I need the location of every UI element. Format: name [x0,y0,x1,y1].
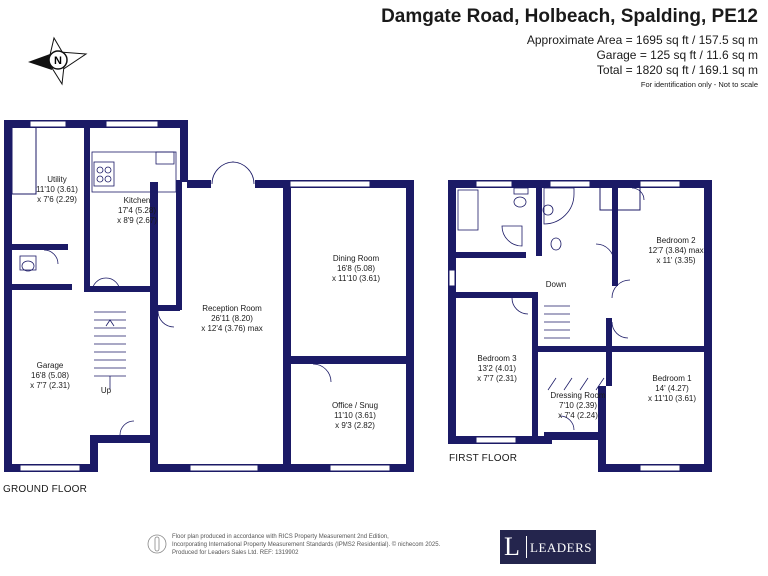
room-dressing: Dressing Room 7'10 (2.39) x 7'4 (2.24) [550,391,606,420]
total-area: Total = 1820 sq ft / 169.1 sq m [596,63,758,77]
room-office-snug: Office / Snug 11'10 (3.61) x 9'3 (2.82) [331,401,379,430]
compass-icon: N [28,36,88,86]
room-bedroom-1: Bedroom 1 14' (4.27) x 11'10 (3.61) [647,374,697,403]
identification-note: For identification only - Not to scale [640,80,758,89]
room-kitchen: Kitchen 17'4 (5.28) x 8'9 (2.67) [117,196,157,225]
area-summary: Approximate Area = 1695 sq ft / 157.5 sq… [527,33,758,78]
room-garage: Garage 16'8 (5.08) x 7'7 (2.31) [30,361,70,390]
compass-letter: N [54,55,62,67]
logo-text: LEADERS [530,540,592,555]
footer-credits: Floor plan produced in accordance with R… [172,534,441,556]
stairs-down-label: Down [545,280,567,289]
approx-area: Approximate Area = 1695 sq ft / 157.5 sq… [526,33,758,47]
room-bedroom-2: Bedroom 2 12'7 (3.84) max x 11' (3.35) [648,236,704,265]
room-reception: Reception Room 26'11 (8.20) x 12'4 (3.76… [201,304,263,333]
first-floor-windows [448,180,681,472]
plan-title: Damgate Road, Holbeach, Spalding, PE12 [381,6,758,27]
garage-area: Garage = 125 sq ft / 11.6 sq m [596,48,758,62]
room-bedroom-3: Bedroom 3 13'2 (4.01) x 7'7 (2.31) [477,354,517,383]
first-floor-fittings [457,187,645,431]
ground-floor-fittings [19,151,177,390]
logo-letter: L [504,532,520,561]
first-floor-label: FIRST FLOOR [449,453,518,464]
ground-floor-label: GROUND FLOOR [3,484,88,495]
first-floor-walls [448,180,712,472]
room-dining: Dining Room 16'8 (5.08) x 11'10 (3.61) [331,254,381,283]
leaders-logo: L LEADERS [500,530,596,564]
ground-floor-doors [43,161,332,436]
room-utility: Utility 11'10 (3.61) x 7'6 (2.29) [36,175,78,204]
stairs-up-label: Up [100,386,112,395]
ground-floor-windows [19,120,391,472]
